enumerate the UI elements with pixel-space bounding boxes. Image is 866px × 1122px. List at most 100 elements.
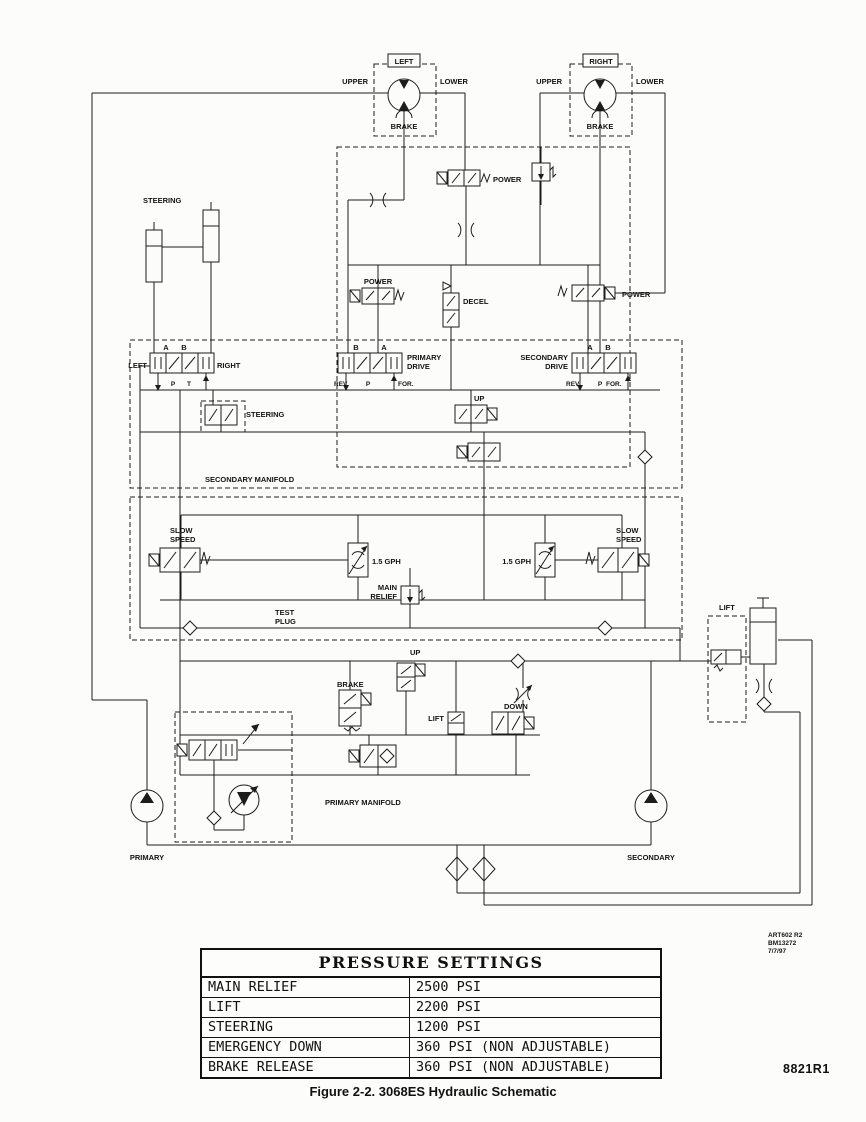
brake-valve: BRAKE — [337, 680, 372, 732]
right-lower-port-label: LOWER — [636, 77, 664, 86]
port-a-label: A — [587, 343, 593, 352]
port-b-label: B — [181, 343, 187, 352]
table-row: LIFT 2200 PSI — [202, 997, 660, 1017]
main-label: MAIN — [378, 583, 397, 592]
brake-icon — [395, 109, 413, 119]
test-port-icon — [756, 696, 772, 712]
pilot-valve — [456, 442, 501, 462]
left-brake-label: BRAKE — [391, 122, 418, 131]
relief-valve-icon — [531, 162, 557, 182]
rev-label: REV. — [334, 381, 349, 388]
brake-lower-label: BRAKE — [337, 680, 364, 689]
steering-cylinders: STEERING — [143, 196, 220, 283]
solenoid-icon — [176, 743, 188, 757]
solenoid-icon — [414, 663, 426, 677]
down-label: DOWN — [504, 702, 528, 711]
lower-selector-valve — [348, 744, 397, 768]
solenoid-icon — [604, 286, 616, 300]
direction-valve-icon — [149, 352, 215, 374]
brake-icon — [591, 109, 609, 119]
steering-valve-label: STEERING — [246, 410, 285, 419]
setting-value: 360 PSI (NON ADJUSTABLE) — [416, 1039, 612, 1055]
power-valve-right: POWER — [557, 284, 651, 302]
steering-label: STEERING — [143, 196, 182, 205]
setting-value: 2200 PSI — [416, 999, 482, 1015]
wheel-motor-icon — [583, 78, 617, 112]
flow-regulator-right: 1.5 GPH — [502, 542, 556, 578]
up-mid-label: UP — [474, 394, 484, 403]
solenoid-icon — [638, 553, 650, 567]
gph-right-label: 1.5 GPH — [502, 557, 531, 566]
primary-pump-label: PRIMARY — [130, 853, 164, 862]
up-lower-label: UP — [410, 648, 420, 657]
port-a-label: A — [381, 343, 387, 352]
solenoid-icon — [436, 171, 448, 185]
slow-speed-valve-left: SLOW SPEED — [148, 526, 211, 573]
art-ref-line2: BM13272 — [768, 940, 797, 947]
setting-value: 1200 PSI — [416, 1019, 482, 1035]
solenoid-icon — [486, 407, 498, 421]
art-ref-line3: 7/7/97 — [768, 948, 786, 955]
table-row: STEERING 1200 PSI — [202, 1017, 660, 1037]
test-port-icon — [637, 449, 653, 465]
table-row: EMERGENCY DOWN 360 PSI (NON ADJUSTABLE) — [202, 1037, 660, 1057]
right-wheel-motor: RIGHT UPPER LOWER BRAKE — [536, 53, 664, 131]
left-upper-port-label: UPPER — [342, 77, 368, 86]
setting-name: MAIN RELIEF — [202, 978, 410, 997]
figure-caption: Figure 2-2. 3068ES Hydraulic Schematic — [309, 1084, 557, 1099]
port-p-label: P — [598, 381, 603, 388]
primary-manifold-label: PRIMARY MANIFOLD — [325, 798, 401, 807]
solenoid-icon — [348, 749, 360, 763]
for-label: FOR. — [398, 381, 414, 388]
up-valve-mid: UP — [454, 394, 498, 424]
lift-cylinder-assembly: LIFT — [710, 603, 777, 712]
solenoid-icon — [148, 553, 160, 567]
solenoid-icon — [456, 445, 468, 459]
secondary-pump-label: SECONDARY — [627, 853, 675, 862]
slow-speed-valve-right: SLOW SPEED — [585, 526, 650, 573]
table-row: MAIN RELIEF 2500 PSI — [202, 976, 660, 997]
pump-icon — [634, 789, 668, 823]
setting-name: LIFT — [202, 998, 410, 1017]
flow-control-icon — [347, 542, 369, 578]
port-p-label: P — [171, 381, 176, 388]
primary-drive-label-2: DRIVE — [407, 362, 430, 371]
port-a-label: A — [163, 343, 169, 352]
power-left-label: POWER — [364, 277, 393, 286]
power-top-label: POWER — [493, 175, 522, 184]
steer-direction-valve: A B LEFT RIGHT P T — [128, 343, 241, 391]
test-plug: TEST PLUG — [275, 608, 296, 626]
wheel-motor-icon — [387, 78, 421, 112]
manifold-boundaries — [129, 63, 747, 843]
decel-valve: DECEL — [442, 281, 489, 328]
secondary-drive-label-1: SECONDARY — [520, 353, 568, 362]
primary-drive-label-1: PRIMARY — [407, 353, 441, 362]
power-valve-left: POWER — [349, 277, 405, 305]
flow-regulator-left: 1.5 GPH — [347, 542, 401, 578]
table-row: BRAKE RELEASE 360 PSI (NON ADJUSTABLE) — [202, 1057, 660, 1077]
primary-pump: PRIMARY — [130, 789, 164, 862]
test-port-icon — [597, 620, 613, 636]
lift-label: LIFT — [719, 603, 735, 612]
secondary-manifold-label: SECONDARY MANIFOLD — [205, 475, 295, 484]
art-reference: ART602 R2 BM13272 7/7/97 — [768, 932, 803, 955]
secondary-pump: SECONDARY — [627, 789, 675, 862]
left-motor-label: LEFT — [395, 57, 414, 66]
hydraulic-schematic: LEFT UPPER LOWER BRAKE RIGHT UPPER LOWER… — [91, 53, 813, 955]
setting-name: EMERGENCY DOWN — [202, 1038, 410, 1057]
test-label: TEST — [275, 608, 295, 617]
steer-left-label: LEFT — [128, 361, 147, 370]
speed-label: SPEED — [170, 535, 196, 544]
lift-lower-label: LIFT — [428, 714, 444, 723]
art-ref-line1: ART602 R2 — [768, 932, 803, 939]
port-diamond-icon — [206, 810, 222, 826]
down-valve: DOWN — [491, 684, 535, 735]
main-relief-valve: MAIN RELIEF — [370, 583, 426, 605]
power-valve-top: POWER — [436, 169, 522, 187]
filter-icon — [445, 856, 469, 882]
port-p-label: P — [366, 381, 371, 388]
hydraulic-lines — [91, 92, 813, 906]
rev-label: REV. — [566, 381, 581, 388]
right-motor-label: RIGHT — [589, 57, 613, 66]
